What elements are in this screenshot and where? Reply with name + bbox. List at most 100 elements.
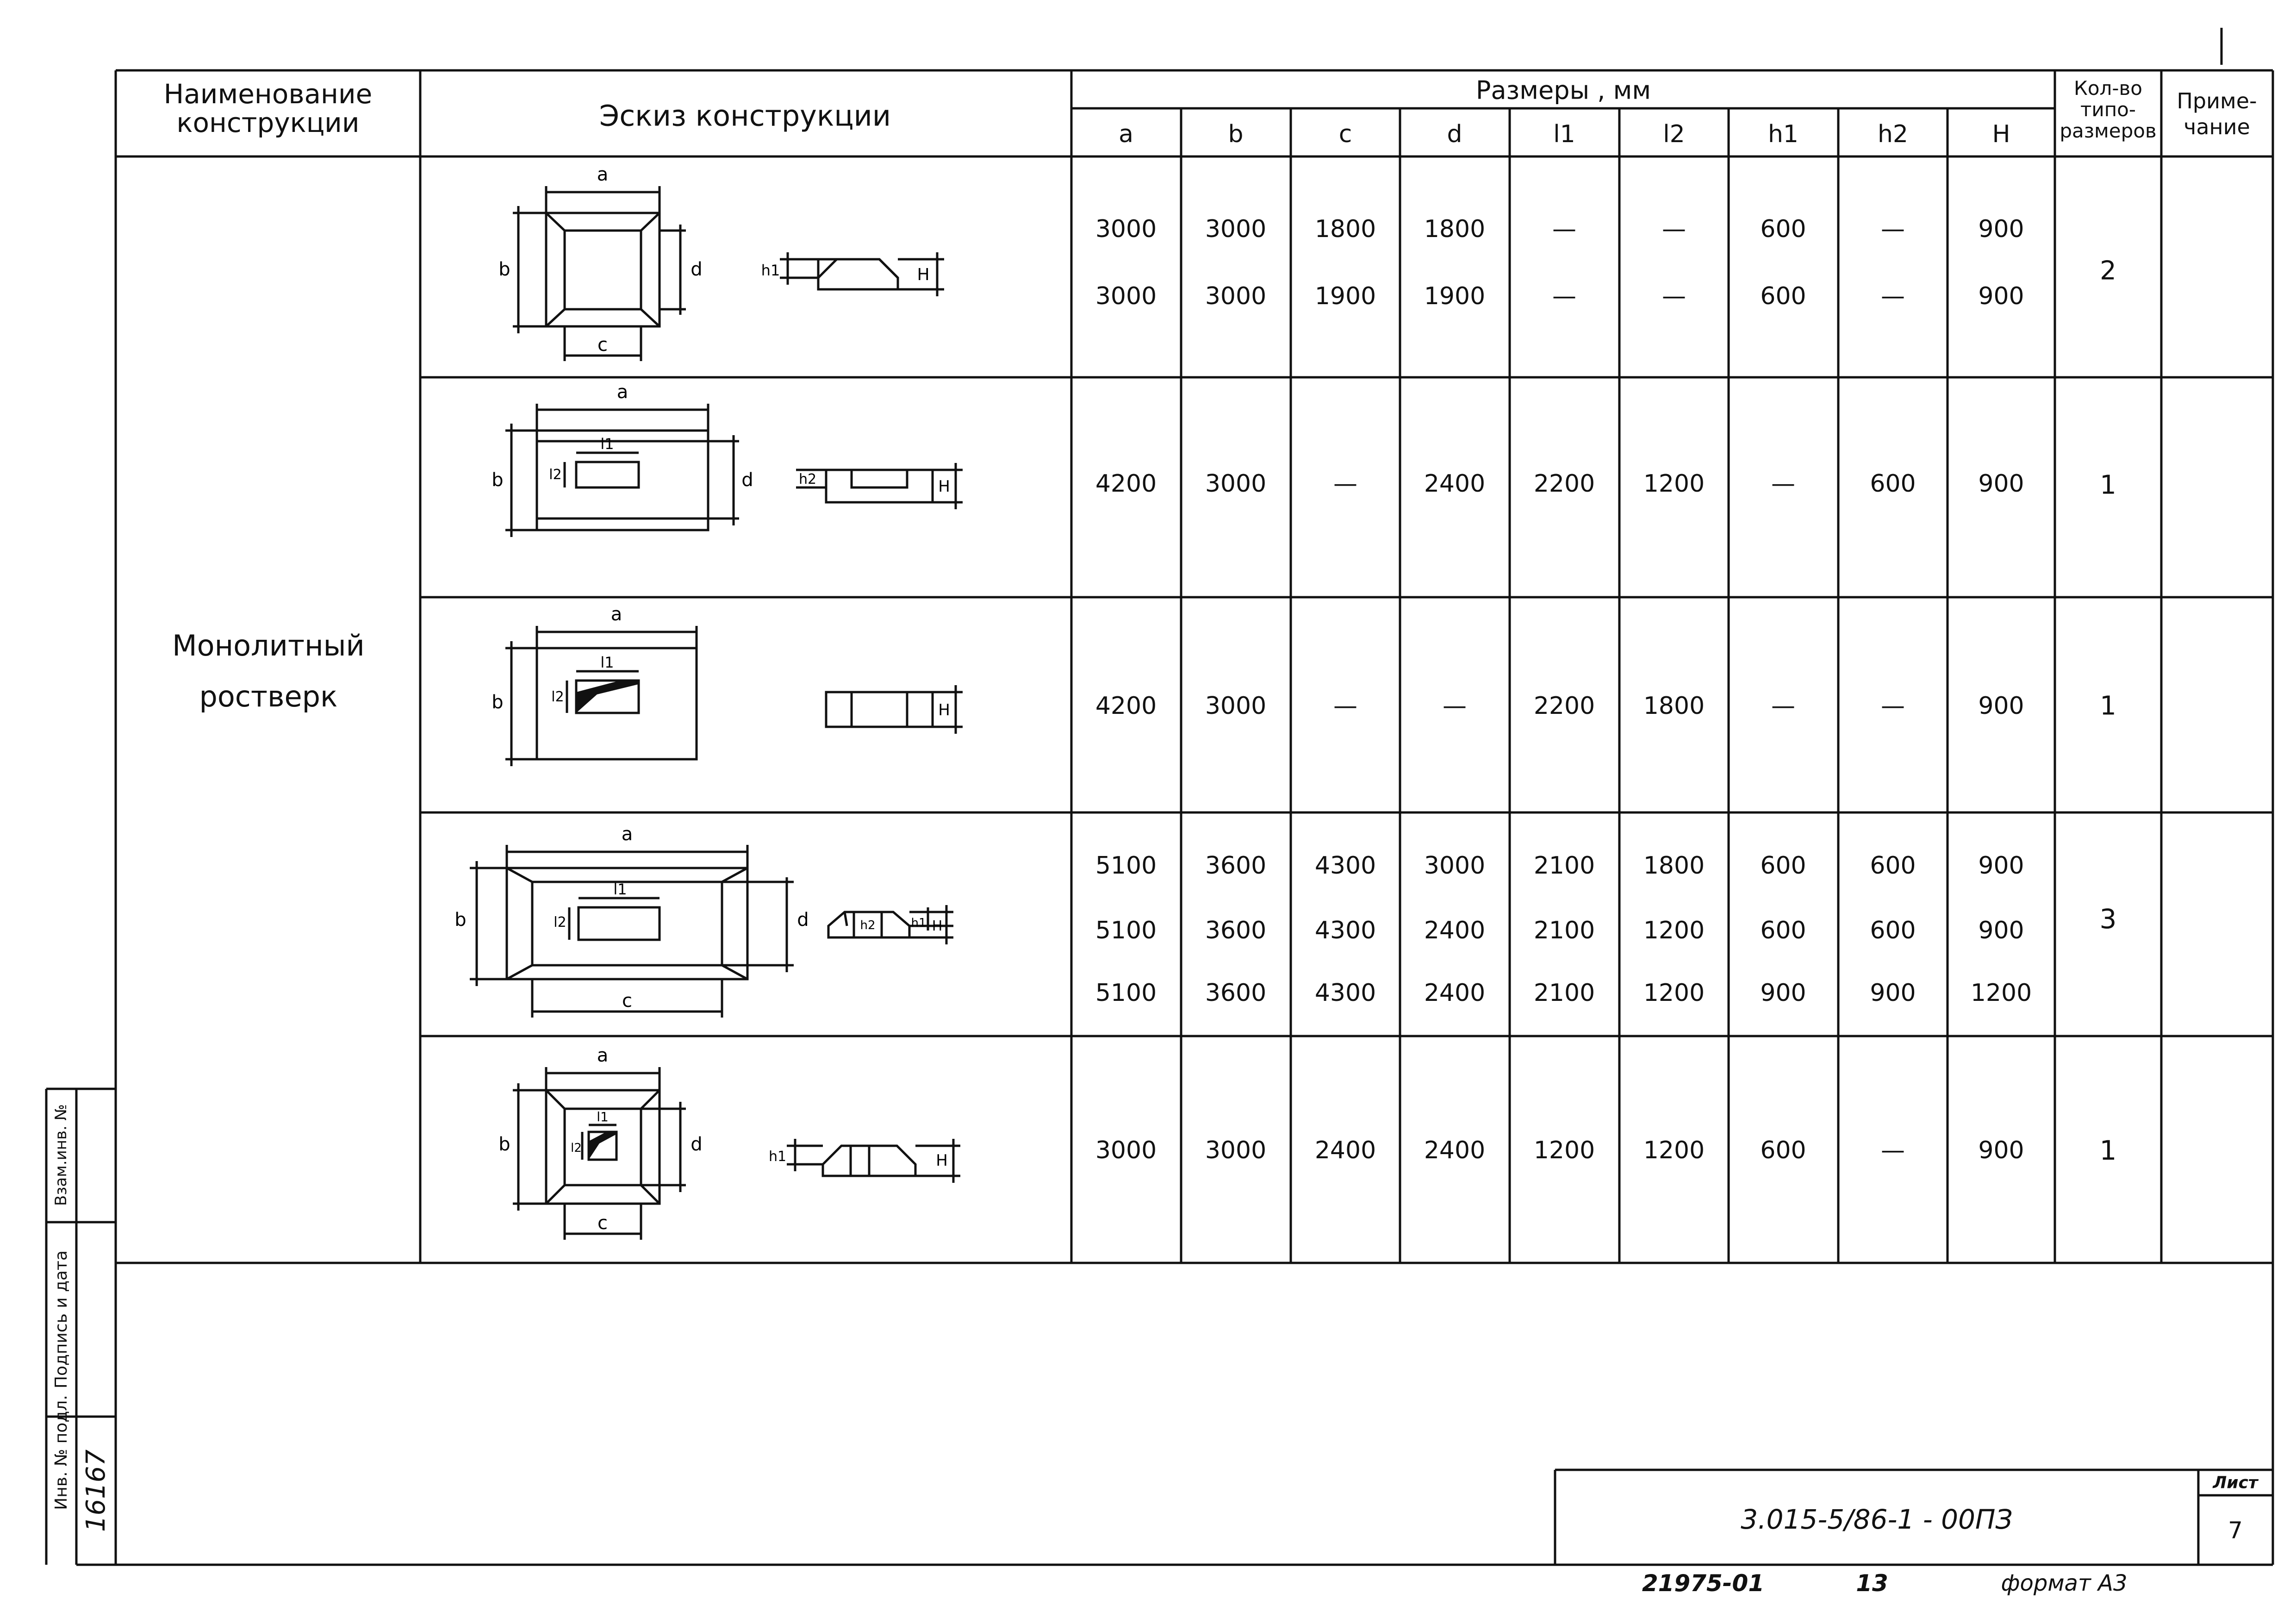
col-header-a: a (1119, 120, 1133, 148)
sketch2-label-a: a (617, 384, 628, 403)
r2-l1: 2200 (1533, 470, 1595, 498)
r1-l2-a: 3000 (1095, 282, 1157, 310)
r5-a: 3000 (1095, 1137, 1157, 1164)
r4-l2-l1: 2100 (1533, 917, 1595, 944)
r4-l2-b: 3600 (1205, 917, 1267, 944)
sketch-row4: a b c d l1 l2 h2 h1 H (454, 824, 953, 1018)
stamp-inv-no-value: 16167 (81, 1449, 111, 1532)
r1-l1-c: 1800 (1314, 215, 1376, 243)
r1-l2-l2: — (1662, 282, 1686, 310)
r4-l1-h2: 600 (1870, 852, 1916, 880)
r4-l1-a: 5100 (1095, 852, 1157, 880)
r3-count: 1 (2100, 691, 2116, 721)
sketch4-label-b: b (454, 909, 466, 931)
sketch2-label-d: d (741, 469, 753, 491)
header-count: Кол-во типо-размеров (2060, 77, 2157, 142)
r1-l2-d: 1900 (1424, 282, 1486, 310)
r5-count: 1 (2099, 1135, 2117, 1166)
col-header-h1: h1 (1767, 120, 1799, 148)
r4-l1-h1: 600 (1760, 852, 1806, 880)
sketch2-label-l1: l1 (600, 435, 614, 453)
stamp-sign-date-label: Подпись и дата (52, 1250, 71, 1389)
sheet-label: Лист (2213, 1473, 2258, 1493)
r3-H: 900 (1978, 692, 2024, 720)
r1-l2-l1: — (1552, 282, 1576, 310)
r4-l3-l1: 2100 (1533, 979, 1595, 1007)
sketch2-label-b: b (492, 469, 503, 491)
r2-d: 2400 (1424, 470, 1486, 498)
r1-l2-h1: 600 (1760, 282, 1806, 310)
header-construction-name: Наименование конструкции (163, 78, 373, 138)
r4-l2-h2: 600 (1870, 917, 1916, 944)
r5-l1: 1200 (1533, 1137, 1595, 1164)
r1-l2-h2: — (1881, 282, 1905, 310)
sketch5-label-l2: l2 (571, 1141, 582, 1155)
r4-l2-l2: 1200 (1643, 917, 1705, 944)
sketch2-label-H: H (938, 477, 950, 496)
r2-h2: 600 (1870, 470, 1916, 498)
r1-l1-H: 900 (1978, 215, 2024, 243)
r2-l2: 1200 (1643, 470, 1705, 498)
r5-c: 2400 (1314, 1137, 1376, 1164)
r1-l1-d: 1800 (1424, 215, 1486, 243)
r4-l3-h1: 900 (1760, 979, 1806, 1007)
col-header-h2: h2 (1877, 120, 1909, 148)
r4-l2-d: 2400 (1424, 917, 1486, 944)
col-header-c: c (1338, 120, 1352, 148)
r4-l3-c: 4300 (1314, 979, 1376, 1007)
sketch5-label-c: c (597, 1212, 608, 1234)
r4-l3-a: 5100 (1095, 979, 1157, 1007)
r4-l2-a: 5100 (1095, 917, 1157, 944)
sketch5-label-a: a (597, 1045, 609, 1066)
r1-l1-h1: 600 (1760, 215, 1806, 243)
r3-l2: 1800 (1643, 692, 1705, 720)
r1-l1-h2: — (1881, 215, 1905, 243)
r1-l1-l1: — (1552, 215, 1576, 243)
sketch-row3: a b l1 l2 H (492, 604, 963, 766)
sketch5-label-d: d (691, 1134, 702, 1155)
format-label: формат А3 (2001, 1570, 2128, 1596)
r4-l2-c: 4300 (1314, 917, 1376, 944)
r4-l1-c: 4300 (1314, 852, 1376, 880)
r1-count: 2 (2100, 256, 2116, 286)
r5-l2: 1200 (1643, 1137, 1705, 1164)
r3-d: — (1443, 692, 1467, 720)
sketch5-label-H: H (936, 1151, 948, 1170)
r5-b: 3000 (1205, 1137, 1267, 1164)
r1-l2-c: 1900 (1314, 282, 1376, 310)
r2-H: 900 (1978, 470, 2024, 498)
r4-l1-b: 3600 (1205, 852, 1267, 880)
r3-l1: 2200 (1533, 692, 1595, 720)
sketch1-label-d: d (691, 259, 702, 280)
r2-b: 3000 (1205, 470, 1267, 498)
r1-l1-a: 3000 (1095, 215, 1157, 243)
sketch4-label-l2: l2 (554, 914, 566, 931)
sketch4-label-H: H (932, 918, 943, 934)
sketch-row2: a b d l1 l2 h2 H (492, 384, 963, 537)
sheet-number: 7 (2228, 1517, 2243, 1544)
r3-a: 4200 (1095, 692, 1157, 720)
document-code: 3.015-5/86-1 - 00ПЗ (1741, 1504, 2013, 1535)
r5-h1: 600 (1760, 1137, 1806, 1164)
sketch4-label-l1: l1 (613, 881, 627, 898)
r4-l3-h2: 900 (1870, 979, 1916, 1007)
r3-b: 3000 (1205, 692, 1267, 720)
sketch3-label-l2: l2 (551, 689, 564, 705)
r1-l1-l2: — (1662, 215, 1686, 243)
r3-h1: — (1771, 692, 1795, 720)
footer-page-number: 13 (1856, 1570, 1888, 1597)
r5-H: 900 (1978, 1137, 2024, 1164)
r2-c: — (1333, 470, 1357, 498)
sketch5-label-b: b (498, 1134, 510, 1155)
r4-l3-H: 1200 (1970, 979, 2032, 1007)
sketch3-label-a: a (611, 604, 622, 625)
col-header-b: b (1228, 120, 1244, 148)
r3-h2: — (1881, 692, 1905, 720)
sketch-row5: a b c d l1 l2 h1 H (498, 1045, 960, 1240)
sketch3-label-b: b (492, 692, 503, 713)
sketch3-label-l1: l1 (600, 654, 614, 671)
r1-l1-b: 3000 (1205, 215, 1267, 243)
col-header-d: d (1447, 120, 1462, 148)
stamp-replace-inv-label: Взам.инв. № (52, 1104, 70, 1206)
r4-l3-d: 2400 (1424, 979, 1486, 1007)
